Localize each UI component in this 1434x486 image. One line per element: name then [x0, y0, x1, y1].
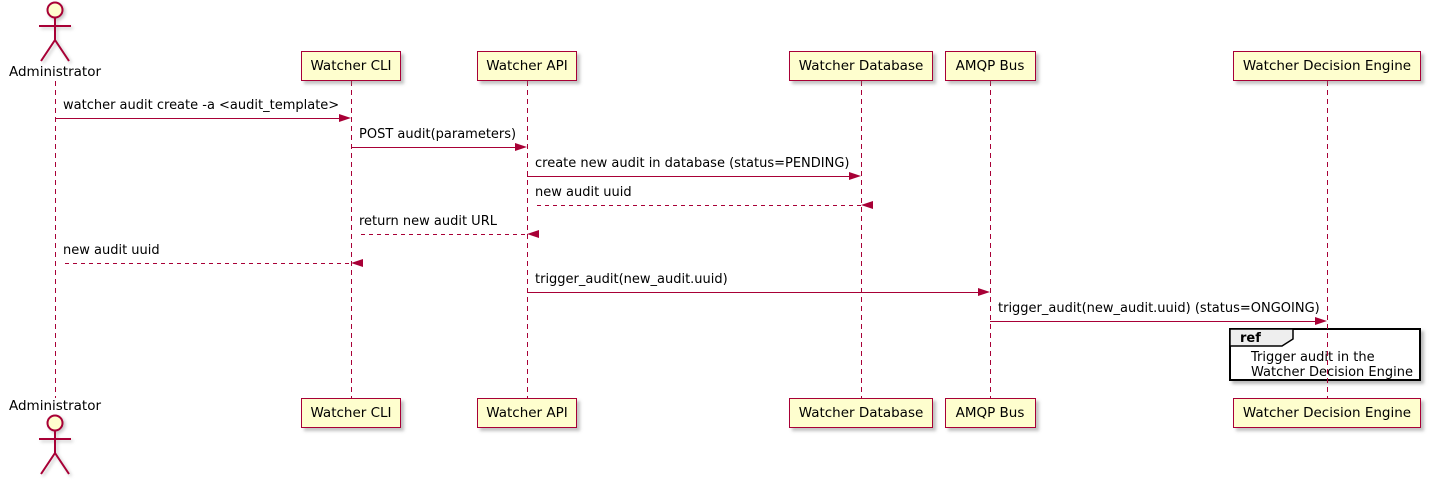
lifeline-watcher-api: [527, 81, 528, 398]
actor-administrator-icon: [39, 1, 71, 62]
ref-text: Trigger audit in the Watcher Decision En…: [1251, 350, 1413, 380]
actor-administrator-icon: [39, 414, 71, 475]
message-3-label: create new audit in database (status=PEN…: [535, 156, 850, 171]
message-4-label: new audit uuid: [535, 185, 632, 200]
message-2-arrowhead: [515, 143, 527, 151]
message-6-label: new audit uuid: [63, 243, 160, 258]
lifeline-amqp-bus: [990, 81, 991, 398]
message-1-line: [55, 118, 341, 119]
participant-watcher-api-bottom: Watcher API: [477, 398, 577, 428]
participant-watcher-decision-engine-top: Watcher Decision Engine: [1233, 51, 1421, 81]
message-6-line: [65, 263, 351, 264]
participant-watcher-decision-engine-bottom: Watcher Decision Engine: [1233, 398, 1421, 428]
message-5-label: return new audit URL: [359, 214, 497, 229]
participant-watcher-database-top: Watcher Database: [789, 51, 933, 81]
message-7-arrowhead: [978, 288, 990, 296]
actor-administrator-bottom-label: Administrator: [8, 398, 102, 414]
message-8-line: [990, 321, 1317, 322]
actor-administrator-top-label: Administrator: [8, 64, 102, 80]
message-2-label: POST audit(parameters): [359, 127, 517, 142]
participant-watcher-cli-bottom: Watcher CLI: [301, 398, 401, 428]
lifeline-watcher-cli: [351, 81, 352, 398]
message-5-line: [361, 234, 527, 235]
message-4-line: [537, 205, 861, 206]
participant-watcher-api-top: Watcher API: [477, 51, 577, 81]
ref-fragment: ref Trigger audit in the Watcher Decisio…: [1229, 328, 1421, 381]
message-1-label: watcher audit create -a <audit_template>: [63, 98, 340, 113]
participant-watcher-database-bottom: Watcher Database: [789, 398, 933, 428]
participant-amqp-bus-top: AMQP Bus: [944, 51, 1036, 81]
participant-amqp-bus-bottom: AMQP Bus: [944, 398, 1036, 428]
lifeline-watcher-database: [861, 81, 862, 398]
ref-keyword: ref: [1240, 331, 1261, 346]
lifeline-administrator: [55, 81, 56, 398]
message-8-label: trigger_audit(new_audit.uuid) (status=ON…: [998, 301, 1320, 316]
lifeline-watcher-decision-engine: [1327, 81, 1328, 398]
message-1-arrowhead: [339, 114, 351, 122]
message-6-arrowhead: [351, 259, 363, 267]
ref-text-line-2: Watcher Decision Engine: [1251, 365, 1413, 380]
message-7-label: trigger_audit(new_audit.uuid): [535, 272, 728, 287]
message-5-arrowhead: [527, 230, 539, 238]
message-2-line: [351, 147, 517, 148]
participant-watcher-cli-top: Watcher CLI: [301, 51, 401, 81]
message-4-arrowhead: [861, 201, 873, 209]
message-7-line: [527, 292, 980, 293]
ref-text-line-1: Trigger audit in the: [1251, 350, 1375, 365]
ref-keyword-tab-icon: [1229, 328, 1294, 347]
message-8-arrowhead: [1315, 317, 1327, 325]
message-3-line: [527, 176, 851, 177]
message-3-arrowhead: [849, 172, 861, 180]
